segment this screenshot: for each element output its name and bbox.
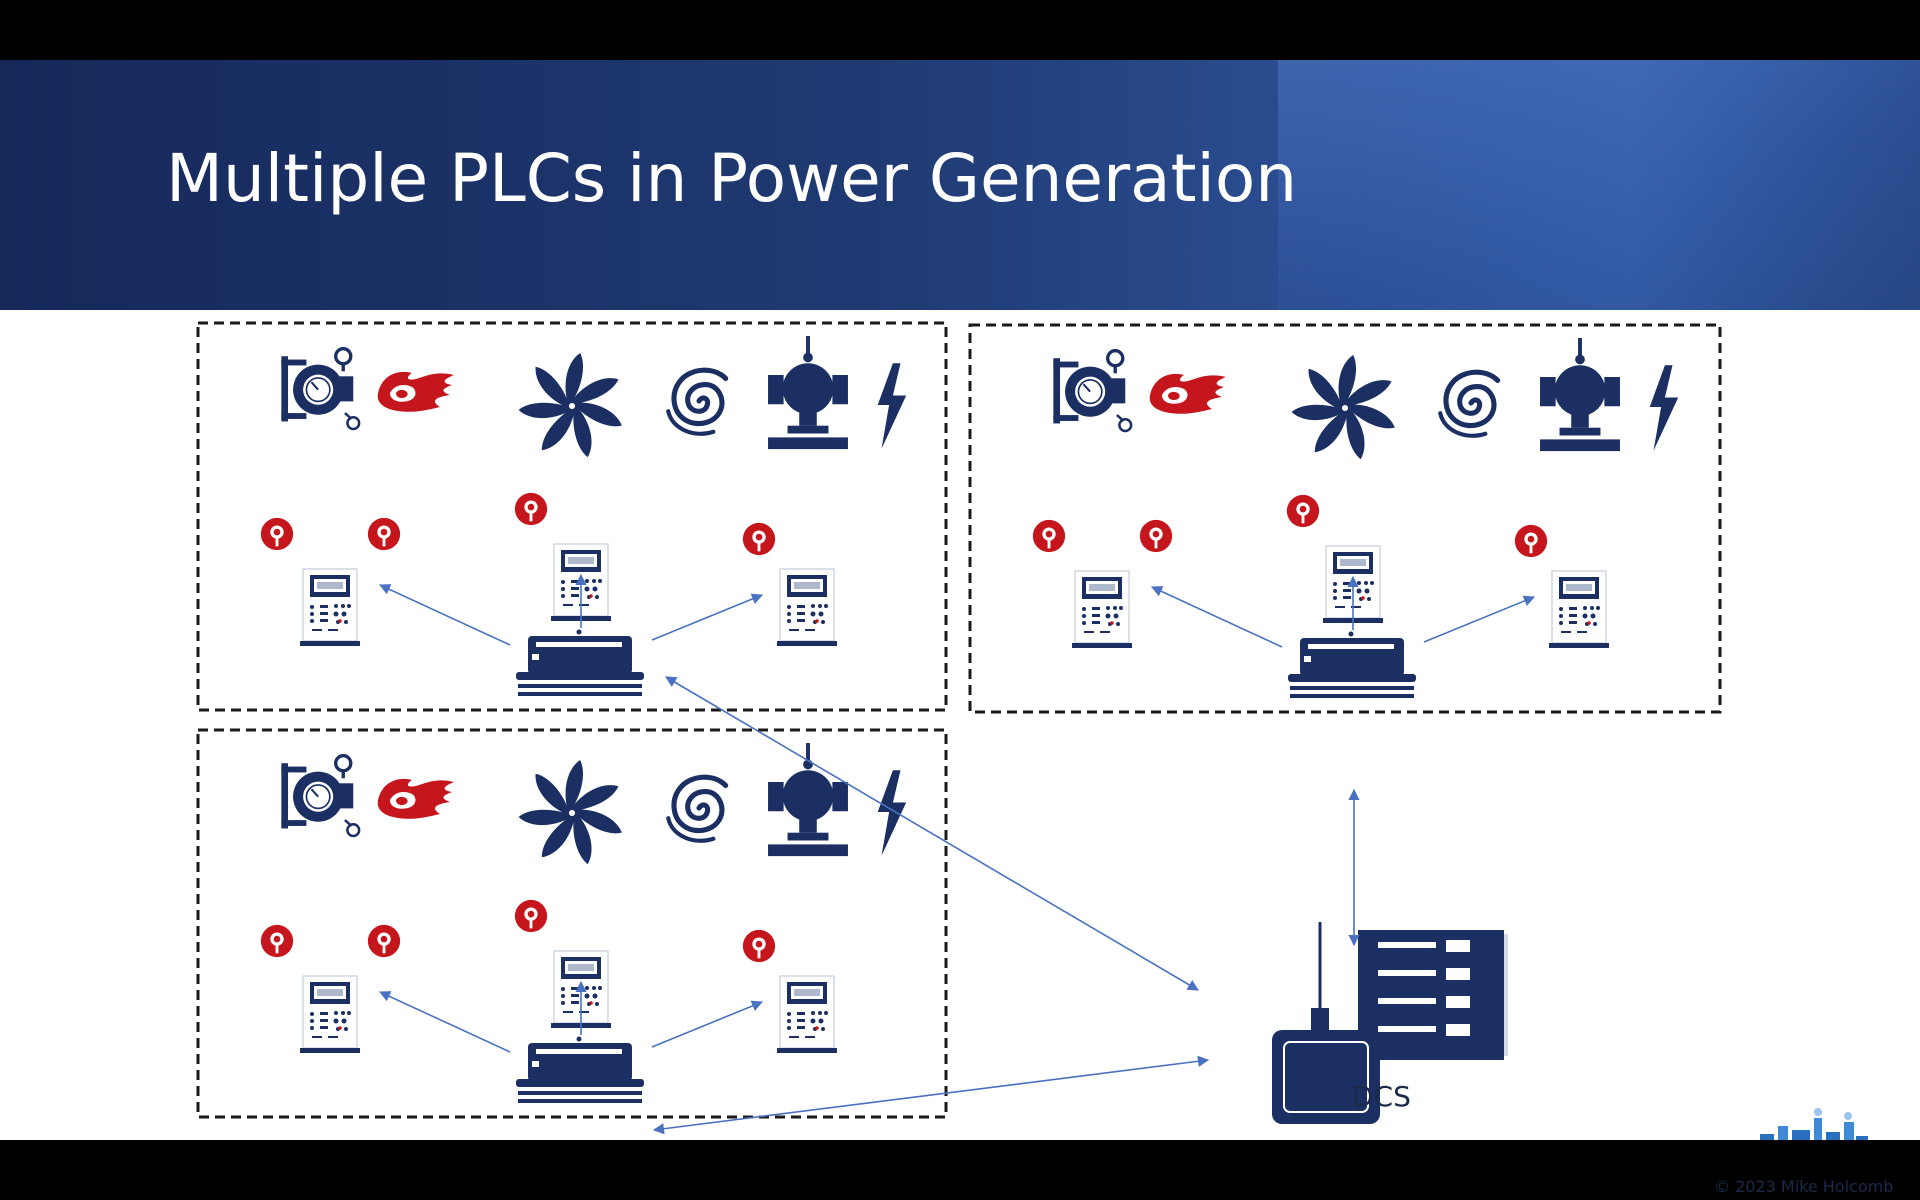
group-border (968, 323, 1722, 714)
flame-icon (377, 371, 454, 412)
dcs-controller-icon (1272, 1030, 1380, 1124)
flame-icon (377, 778, 454, 819)
turbine-icon (1540, 338, 1620, 452)
network-switch-icon (1288, 631, 1416, 698)
sensor-icon (260, 517, 294, 551)
link-arrow (378, 991, 511, 1053)
sensor-icon (514, 492, 548, 526)
sensor-icon (1286, 494, 1320, 528)
boiler-icon (1051, 348, 1133, 433)
swirl-icon (1440, 372, 1497, 436)
copyright-notice: © 2023 Mike Holcomb (1714, 1177, 1894, 1196)
sensor-icon (260, 924, 294, 958)
plant-group-top-right (968, 323, 1722, 714)
plc-icon (300, 975, 360, 1054)
plc-icon (777, 975, 837, 1054)
lightning-icon (877, 770, 907, 856)
flame-icon (1149, 373, 1226, 414)
fan-icon (518, 353, 625, 458)
network-switch-icon (516, 629, 644, 696)
network-switch-icon (516, 1036, 644, 1103)
link-arrow (651, 1000, 764, 1048)
sensor-icon (1139, 519, 1173, 553)
lightning-icon (877, 363, 907, 449)
sensor-icon (367, 517, 401, 551)
dcs-rack-icon (1358, 930, 1504, 1060)
fan-icon (1291, 355, 1398, 460)
group-border (196, 321, 948, 712)
title-band-highlight (1278, 60, 1920, 310)
plc-icon (777, 568, 837, 647)
plc-icon (1549, 570, 1609, 649)
plc-icon (1072, 570, 1132, 649)
plc-icon (300, 568, 360, 647)
dcs-link-arrow (665, 676, 1199, 991)
title-band: Multiple PLCs in Power Generation (0, 60, 1920, 310)
dcs-system (1272, 922, 1508, 1124)
plant-logo (1760, 1108, 1868, 1140)
swirl-icon (668, 370, 725, 434)
boiler-icon (279, 346, 361, 431)
swirl-icon (668, 777, 725, 841)
link-arrow (378, 584, 511, 646)
network-diagram (196, 321, 1868, 1140)
sensor-icon (514, 899, 548, 933)
group-border (196, 728, 948, 1119)
slide: Multiple PLCs in Power Generation (0, 60, 1920, 1196)
fan-icon (518, 760, 625, 865)
link-arrow (1423, 595, 1536, 643)
plant-group-top-left (196, 321, 948, 712)
dcs-link-arrow (652, 1055, 1210, 1135)
link-arrow (651, 593, 764, 641)
sensor-icon (742, 522, 776, 556)
plant-group-bottom-left (196, 728, 948, 1119)
slide-title: Multiple PLCs in Power Generation (166, 140, 1298, 217)
sensor-icon (742, 929, 776, 963)
dcs-label: DCS (1352, 1080, 1411, 1113)
sensor-icon (1032, 519, 1066, 553)
sensor-icon (367, 924, 401, 958)
turbine-icon (768, 336, 848, 450)
lightning-icon (1649, 365, 1679, 451)
boiler-icon (279, 753, 361, 838)
link-arrow (1150, 586, 1283, 648)
sensor-icon (1514, 524, 1548, 558)
